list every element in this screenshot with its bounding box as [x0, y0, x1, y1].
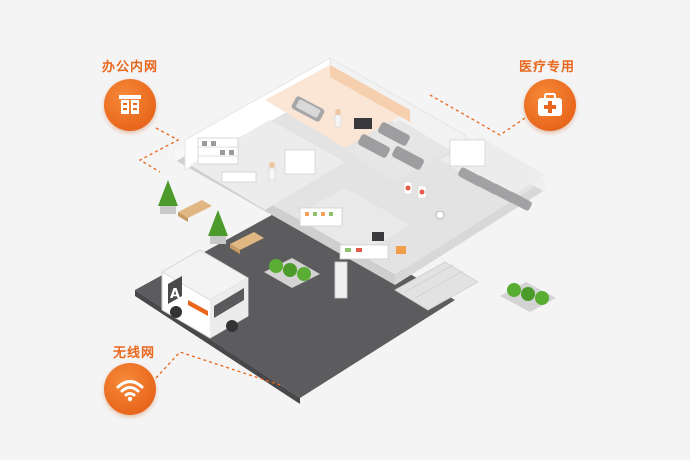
tv-screen — [354, 118, 372, 129]
office-desk-icon — [119, 95, 141, 114]
bed-sheet — [296, 99, 321, 118]
tree — [158, 180, 178, 214]
ambulance — [161, 249, 249, 339]
reception-counter — [339, 244, 389, 260]
right-ward-beds — [458, 167, 532, 211]
partition — [284, 149, 316, 175]
office-network-badge — [104, 79, 156, 131]
medical-kit-icon — [538, 93, 562, 116]
computer-monitor — [372, 232, 384, 241]
connector-office — [138, 127, 180, 173]
office-network-label: 办公内网 — [102, 60, 159, 75]
nurse-body — [334, 114, 342, 128]
building-base-right — [395, 180, 545, 285]
ambulance-mark: A — [170, 287, 180, 302]
desk — [221, 171, 257, 183]
tree — [208, 210, 228, 244]
front-wall — [334, 261, 348, 299]
ward-beds — [358, 122, 424, 170]
medical-dedicated-label: 医疗专用 — [519, 60, 576, 75]
accent-room-floor — [265, 65, 410, 148]
left-room-floor — [190, 120, 345, 210]
planter — [500, 282, 556, 312]
nurse-figure — [335, 109, 341, 115]
road — [135, 205, 455, 398]
wireless-network-label: 无线网 — [113, 346, 156, 361]
right-ward-wall — [449, 139, 486, 167]
accent-room-wall — [330, 65, 410, 122]
bench — [178, 200, 212, 222]
connector-medical — [429, 94, 526, 136]
wall-clock — [435, 210, 445, 220]
medical-dedicated-badge — [524, 79, 576, 131]
bench — [230, 232, 264, 254]
lab-bench — [299, 207, 343, 227]
orange-package — [396, 246, 406, 254]
wifi-icon — [116, 380, 144, 402]
planter — [264, 258, 320, 288]
wireless-network-badge — [104, 363, 156, 415]
